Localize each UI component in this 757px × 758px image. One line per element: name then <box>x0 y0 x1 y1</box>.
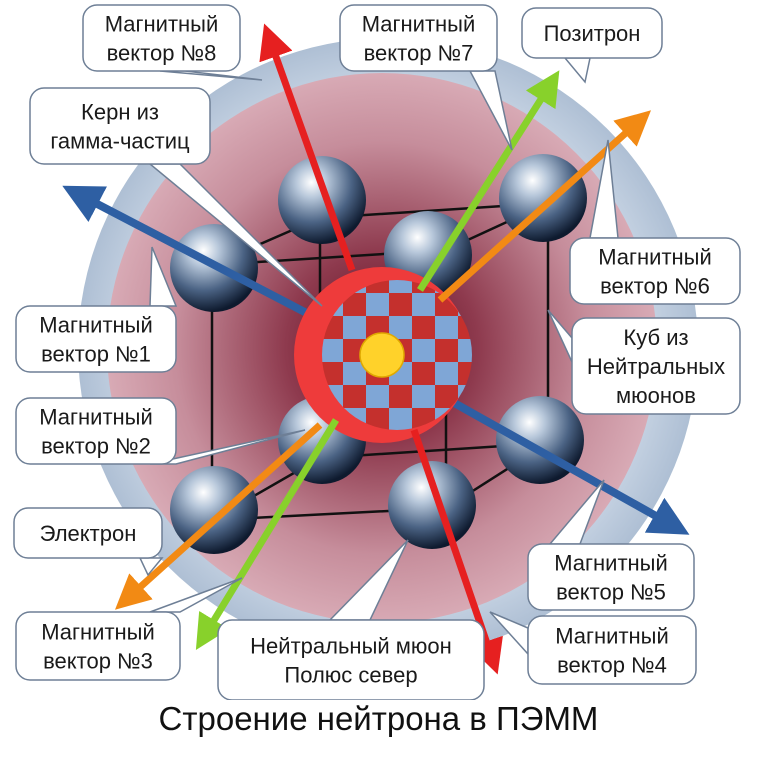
callout-cube-line-1: Куб из <box>623 325 688 350</box>
gamma-core <box>294 267 472 443</box>
magnetic-vector-5-arrow <box>438 391 690 535</box>
callout-mv2: Магнитный вектор №2 <box>15 397 306 465</box>
callout-electron: Электрон <box>13 507 164 577</box>
callout-box <box>15 611 181 681</box>
callout-mv3-line-2: вектор №3 <box>43 649 153 674</box>
callout-mv4: Магнитный вектор №4 <box>489 611 697 685</box>
callout-mv5-line-1: Магнитный <box>554 551 668 576</box>
callout-box <box>527 543 695 611</box>
callout-core-line-2: гамма-частиц <box>50 129 190 154</box>
callout-box <box>13 507 163 559</box>
callout-core: Керн из гамма-частиц <box>29 87 323 307</box>
callout-box <box>571 317 741 415</box>
callout-mv1-line-1: Магнитный <box>39 313 153 338</box>
callout-box <box>29 87 211 165</box>
callout-mv5: Магнитный вектор №5 <box>527 479 695 611</box>
callout-box <box>15 305 177 373</box>
callout-box <box>521 7 663 59</box>
callout-mv3-line-1: Магнитный <box>41 620 155 645</box>
callout-mv7: Магнитный вектор №7 <box>339 4 513 151</box>
callout-muon-line-2: Полюс север <box>284 663 417 688</box>
callout-cube: Куб из Нейтральных мюонов <box>547 309 741 415</box>
callout-mv7-line-1: Магнитный <box>362 12 476 37</box>
callout-box <box>217 619 485 700</box>
muon-sphere-back-right-top <box>499 154 587 242</box>
callout-mv3: Магнитный вектор №3 <box>15 577 243 681</box>
muon-sphere-back-left-top <box>278 156 366 244</box>
callout-box <box>82 4 241 72</box>
magnetic-vector-4-arrow <box>410 428 503 675</box>
callout-mv8: Магнитный вектор №8 <box>82 4 263 81</box>
callout-mv7-line-2: вектор №7 <box>364 41 474 66</box>
magnetic-vector-1-arrow <box>62 185 322 324</box>
callout-box <box>527 615 697 685</box>
core-center-dot <box>359 332 405 378</box>
callout-mv6-line-1: Магнитный <box>598 245 712 270</box>
callout-mv6-line-2: вектор №6 <box>600 274 710 299</box>
callout-box <box>569 237 741 305</box>
callout-box <box>339 4 498 72</box>
callout-muon-line-1: Нейтральный мюон <box>250 634 452 659</box>
callout-mv4-line-2: вектор №4 <box>557 653 667 678</box>
neutron-diagram: Магнитный вектор №8 Магнитный вектор №7 Пози… <box>13 4 741 700</box>
electron-arrow <box>114 422 323 610</box>
callout-mv6: Магнитный вектор №6 <box>569 139 741 305</box>
callout-mv8-line-1: Магнитный <box>105 12 219 37</box>
callout-mv2-line-1: Магнитный <box>39 405 153 430</box>
callout-cube-line-3: мюонов <box>616 383 696 408</box>
callout-electron-line-1: Электрон <box>40 521 137 546</box>
callout-mv5-line-2: вектор №5 <box>556 580 666 605</box>
callout-positron: Позитрон <box>521 7 663 84</box>
callout-mv4-line-1: Магнитный <box>555 624 669 649</box>
magnetic-vector-6-arrow <box>437 110 652 303</box>
callout-mv1-line-2: вектор №1 <box>41 342 151 367</box>
callout-box <box>15 397 177 465</box>
diagram-title: Строение нейтрона в ПЭММ <box>158 700 599 737</box>
muon-sphere-front-left-bottom <box>170 466 258 554</box>
callout-mv2-line-2: вектор №2 <box>41 434 151 459</box>
magnetic-vector-8-arrow <box>259 23 356 272</box>
positron-arrow <box>417 70 560 292</box>
magnetic-vector-3-arrow <box>195 418 339 650</box>
callout-positron-line-1: Позитрон <box>544 21 641 46</box>
callout-core-line-1: Керн из <box>81 100 159 125</box>
muon-sphere-front-right-bottom <box>388 461 476 549</box>
callout-mv1: Магнитный вектор №1 <box>15 246 178 373</box>
callout-mv8-line-2: вектор №8 <box>107 41 217 66</box>
callout-pointer <box>563 57 591 84</box>
callout-cube-line-2: Нейтральных <box>587 354 725 379</box>
